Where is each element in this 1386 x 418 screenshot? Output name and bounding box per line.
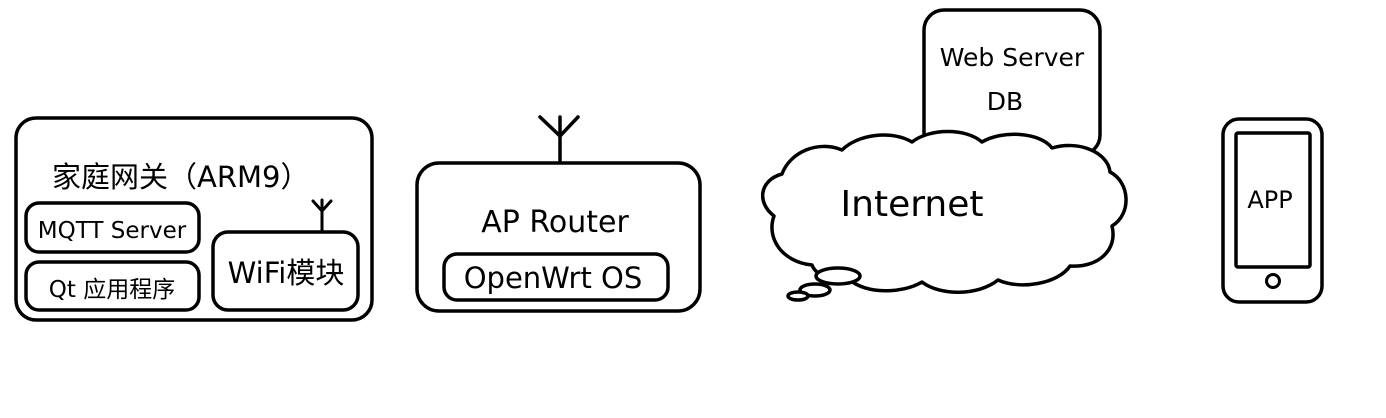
ap-router-box xyxy=(415,161,702,313)
qt-application-label: Qt 应用程序 xyxy=(49,277,175,303)
ap-router-title: AP Router xyxy=(481,205,629,240)
web-server-label: Web Server xyxy=(940,43,1085,72)
ap-router-group: AP Router OpenWrt OS xyxy=(415,115,702,313)
openwrt-os-label: OpenWrt OS xyxy=(464,261,643,295)
internet-cloud-shape xyxy=(760,129,1128,294)
cloud-tail-large xyxy=(814,266,862,286)
phone-body xyxy=(1221,117,1324,304)
home-gateway-group: 家庭网关（ARM9） MQTT Server Qt 应用程序 WiFi模块 xyxy=(14,116,374,322)
wifi-module-label: WiFi模块 xyxy=(228,256,345,290)
home-gateway-box xyxy=(14,116,374,322)
qt-application-box xyxy=(24,260,201,312)
phone-home-button-icon xyxy=(1265,273,1281,289)
openwrt-os-box xyxy=(442,252,670,302)
database-label: DB xyxy=(987,87,1023,116)
router-antenna-icon xyxy=(538,115,580,164)
wifi-module-box xyxy=(211,230,360,312)
app-label: APP xyxy=(1247,186,1292,214)
home-gateway-title: 家庭网关（ARM9） xyxy=(52,160,309,194)
internet-label: Internet xyxy=(841,184,984,225)
internet-cloud-group: Internet xyxy=(760,129,1128,302)
mqtt-server-box xyxy=(24,201,201,254)
mobile-phone-group: APP xyxy=(1221,117,1324,304)
phone-screen xyxy=(1234,131,1312,269)
wifi-antenna-icon xyxy=(311,198,333,232)
mqtt-server-label: MQTT Server xyxy=(38,218,187,244)
web-server-group: Web Server DB xyxy=(922,8,1102,157)
cloud-tail-small xyxy=(786,290,810,302)
